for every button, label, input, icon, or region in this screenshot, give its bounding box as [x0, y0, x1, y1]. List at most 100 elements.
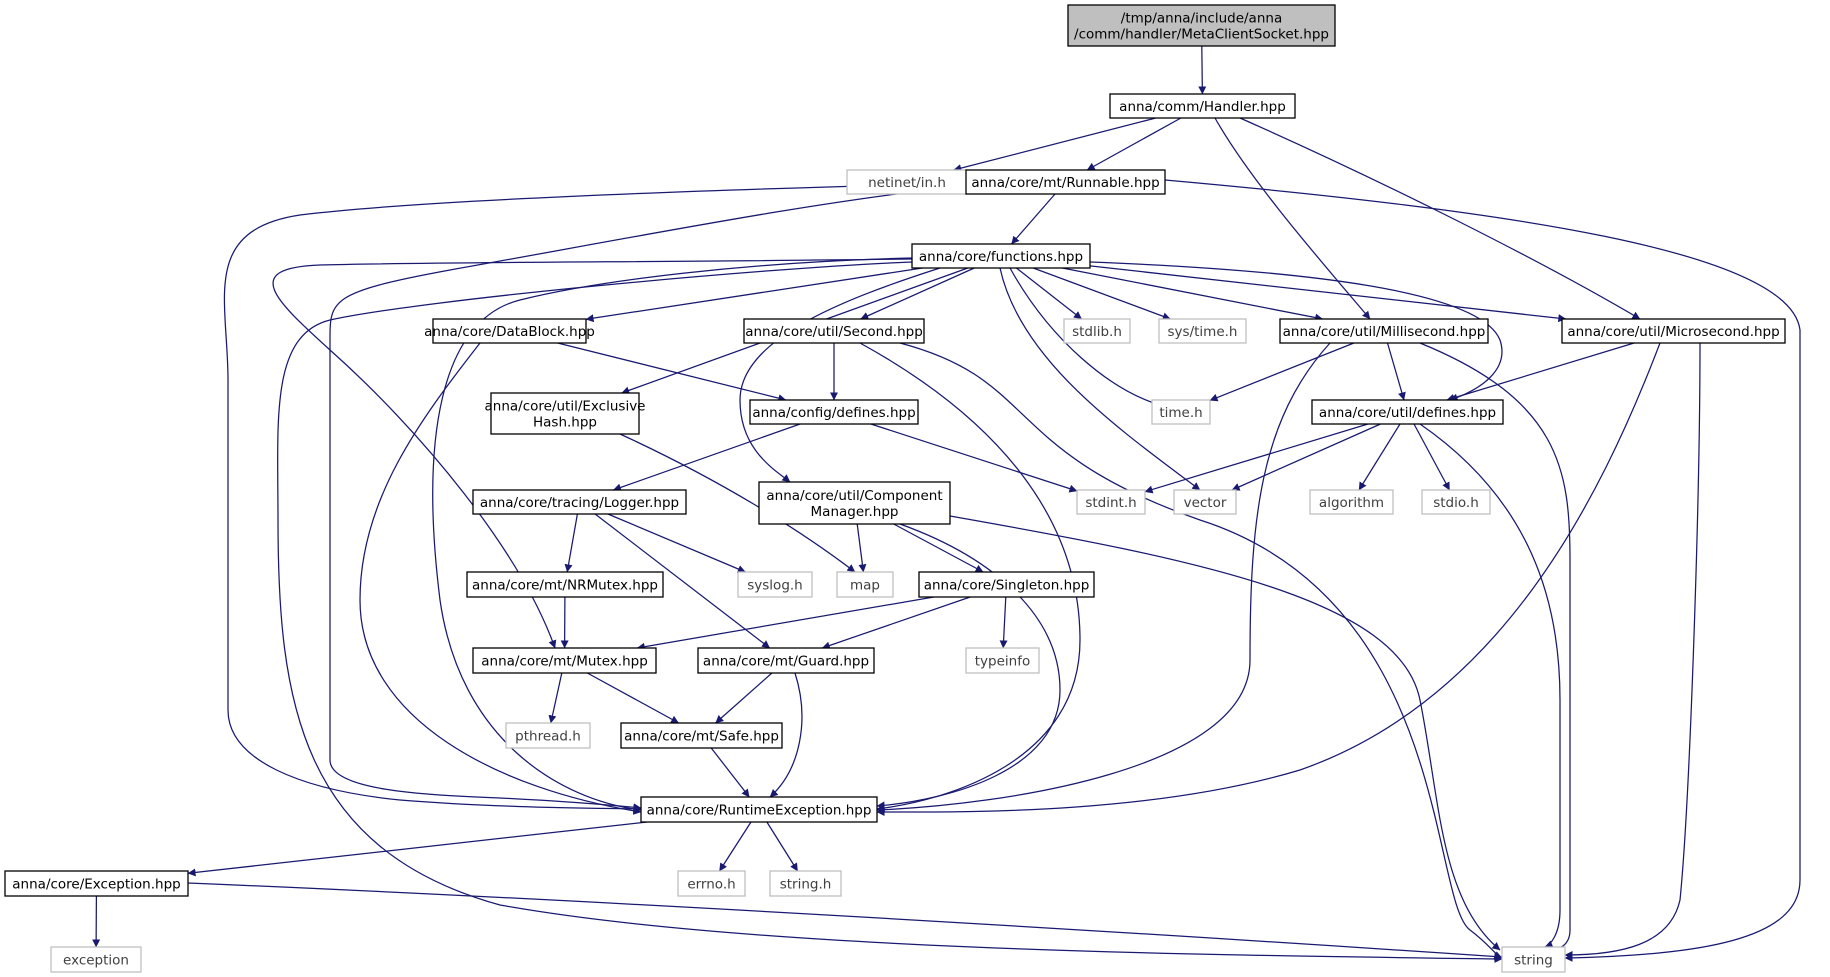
node-root[interactable]: /tmp/anna/include/anna/comm/handler/Meta…: [1067, 4, 1336, 47]
edge-runnable-to-runtime: [223, 182, 967, 813]
node-label: /tmp/anna/include/anna: [1121, 11, 1282, 27]
node-singleton[interactable]: anna/core/Singleton.hpp: [918, 571, 1095, 598]
node-box: [743, 318, 925, 344]
node-box: [836, 571, 894, 598]
node-box: [1076, 489, 1146, 515]
edge-runtime-to-errno: [718, 821, 752, 872]
edge-microsecond-to-string: [1564, 342, 1701, 959]
node-datablock[interactable]: anna/core/DataBlock.hpp: [424, 318, 595, 344]
node-label: syslog.h: [747, 578, 802, 594]
node-exception_hpp[interactable]: anna/core/Exception.hpp: [4, 870, 189, 897]
node-box: [1067, 4, 1336, 47]
node-guard[interactable]: anna/core/mt/Guard.hpp: [697, 647, 875, 674]
node-label: sys/time.h: [1168, 324, 1238, 340]
edge-functions-to-vector: [999, 267, 1201, 491]
edge-root-to-handler: [1198, 45, 1207, 95]
node-box: [965, 169, 1166, 195]
node-mutex[interactable]: anna/core/mt/Mutex.hpp: [472, 647, 657, 674]
edge-millisecond-to-timeh: [1209, 342, 1355, 402]
node-label: string.h: [780, 877, 832, 893]
node-label: anna/core/util/Exclusive: [485, 399, 646, 415]
node-stdio: stdio.h: [1421, 489, 1491, 515]
node-box: [472, 489, 687, 515]
node-label: netinet/in.h: [868, 175, 946, 191]
edge-configdefines-to-logger: [613, 423, 801, 492]
node-runnable[interactable]: anna/core/mt/Runnable.hpp: [965, 169, 1166, 195]
node-label: pthread.h: [515, 729, 581, 745]
node-box: [490, 392, 640, 435]
edge-functions-to-utildefines: [1089, 261, 1503, 402]
node-logger[interactable]: anna/core/tracing/Logger.hpp: [472, 489, 687, 515]
node-second[interactable]: anna/core/util/Second.hpp: [743, 318, 925, 344]
node-label: anna/core/mt/NRMutex.hpp: [472, 578, 658, 594]
node-box: [1158, 318, 1247, 344]
node-label: anna/core/util/defines.hpp: [1319, 405, 1496, 421]
node-box: [466, 571, 664, 598]
node-errno: errno.h: [677, 870, 746, 897]
node-safe[interactable]: anna/core/mt/Safe.hpp: [620, 722, 783, 749]
node-box: [640, 796, 878, 823]
node-box: [758, 481, 951, 525]
node-label: anna/config/defines.hpp: [752, 405, 915, 421]
node-map: map: [836, 571, 894, 598]
edge-handler-to-netinet: [953, 117, 1156, 172]
edge-runtime-to-exception_hpp: [187, 821, 648, 877]
edge-singleton-to-guard: [821, 596, 971, 650]
node-stdint: stdint.h: [1076, 489, 1146, 515]
node-box: [432, 318, 587, 344]
node-box: [1309, 489, 1394, 515]
edge-second-to-runtime: [859, 342, 1081, 813]
edge-component-to-runtime: [876, 523, 1061, 810]
node-utildefines[interactable]: anna/core/util/defines.hpp: [1311, 399, 1504, 425]
node-functions[interactable]: anna/core/functions.hpp: [911, 243, 1091, 269]
node-label: stdint.h: [1085, 495, 1136, 511]
node-label: anna/core/Exception.hpp: [12, 877, 180, 893]
edge-logger-to-nrmutex: [564, 513, 579, 573]
edge-logger-to-syslog: [607, 513, 746, 573]
node-label: vector: [1184, 495, 1227, 511]
node-nrmutex[interactable]: anna/core/mt/NRMutex.hpp: [466, 571, 664, 598]
node-box: [1173, 489, 1237, 515]
node-configdefines[interactable]: anna/config/defines.hpp: [749, 399, 919, 425]
node-box: [737, 571, 813, 598]
edge-handler-to-runnable: [1086, 117, 1182, 171]
edge-handler-to-millisecond: [1214, 117, 1371, 320]
node-pthread: pthread.h: [505, 722, 591, 749]
edge-second-to-string: [899, 342, 1503, 959]
nodes-layer: /tmp/anna/include/anna/comm/handler/Meta…: [4, 4, 1786, 973]
edge-functions-to-mutex: [272, 258, 913, 649]
edge-guard-to-safe: [715, 672, 773, 724]
node-box: [50, 946, 142, 973]
node-runtime[interactable]: anna/core/RuntimeException.hpp: [640, 796, 878, 823]
edge-utildefines-to-vector: [1231, 423, 1381, 491]
node-typeinfo: typeinfo: [965, 647, 1040, 674]
edge-singleton-to-typeinfo: [999, 596, 1008, 649]
node-box: [505, 722, 591, 749]
node-label: anna/core/tracing/Logger.hpp: [480, 495, 679, 511]
node-label: anna/core/util/Millisecond.hpp: [1283, 324, 1486, 340]
edge-component-to-map: [856, 523, 867, 573]
node-microsecond[interactable]: anna/core/util/Microsecond.hpp: [1561, 318, 1786, 344]
edge-functions-to-second: [860, 267, 975, 320]
node-label: anna/core/DataBlock.hpp: [424, 324, 595, 340]
edges-layer: [92, 45, 1801, 963]
node-box: [1109, 93, 1296, 119]
node-label: time.h: [1159, 405, 1202, 421]
node-millisecond[interactable]: anna/core/util/Millisecond.hpp: [1279, 318, 1489, 344]
node-vector: vector: [1173, 489, 1237, 515]
node-box: [1063, 318, 1131, 344]
edge-millisecond-to-runtime: [876, 342, 1331, 814]
node-box: [965, 647, 1040, 674]
node-label: string: [1514, 953, 1553, 969]
node-handler[interactable]: anna/comm/Handler.hpp: [1109, 93, 1296, 119]
node-box: [620, 722, 783, 749]
node-label: anna/core/util/Second.hpp: [745, 324, 923, 340]
node-label: anna/core/mt/Mutex.hpp: [481, 654, 648, 670]
edge-utildefines-to-algorithm: [1358, 423, 1401, 491]
node-box: [1421, 489, 1491, 515]
edge-millisecond-to-utildefines: [1386, 342, 1406, 401]
node-timeh: time.h: [1151, 399, 1211, 425]
node-label: errno.h: [687, 877, 735, 893]
